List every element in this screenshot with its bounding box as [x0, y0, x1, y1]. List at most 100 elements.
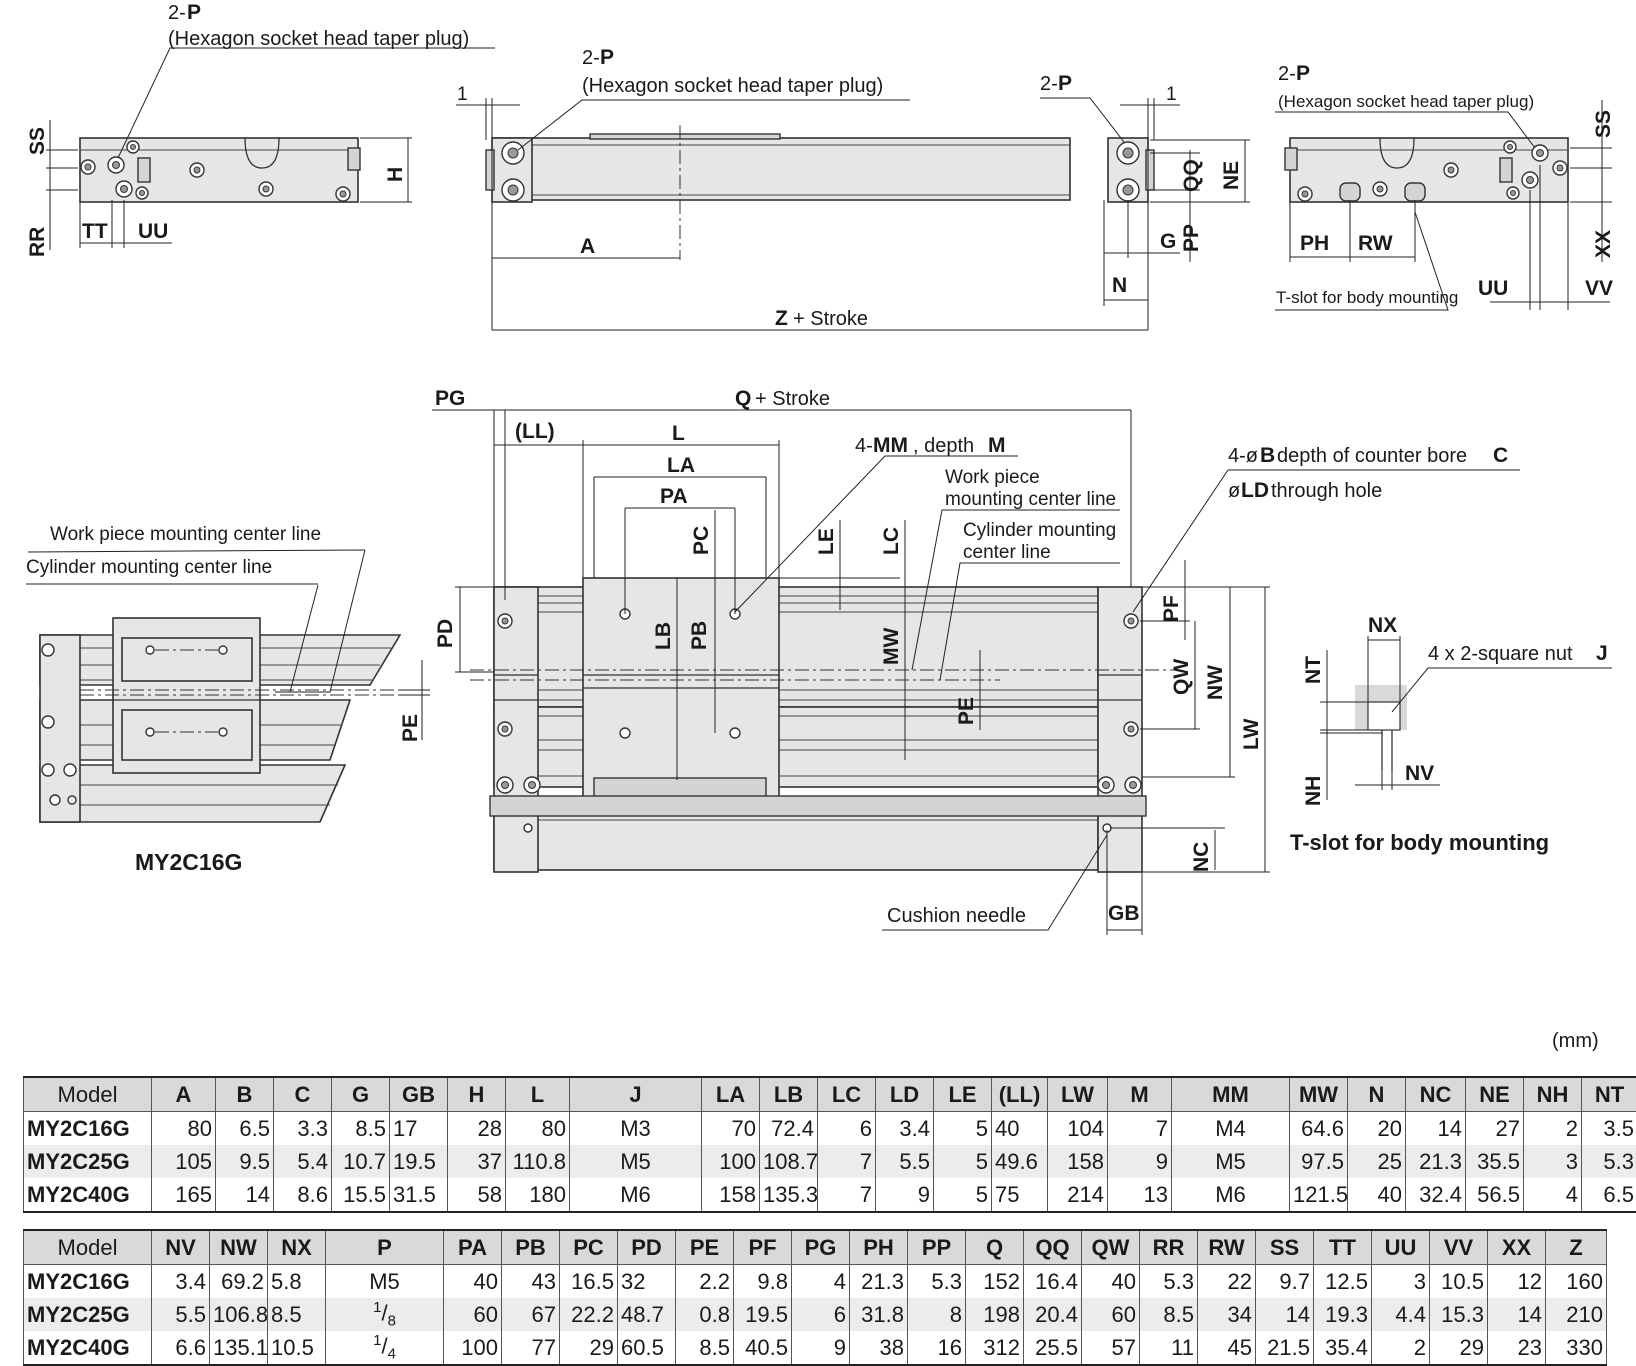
- table-cell: 80: [152, 1112, 216, 1146]
- table-cell: 22: [1198, 1265, 1256, 1299]
- plug-desc-label: (Hexagon socket head taper plug): [168, 28, 469, 50]
- table-cell: 56.5: [1466, 1178, 1524, 1212]
- table-cell: 104: [1048, 1112, 1108, 1146]
- cyl-center-line-2: center line: [963, 542, 1051, 563]
- table-cell: 152: [966, 1265, 1024, 1299]
- mm-depth-symbol: M: [988, 434, 1006, 457]
- column-header: NX: [268, 1230, 326, 1265]
- table-cell: 330: [1546, 1331, 1607, 1365]
- plug-desc-right: (Hexagon socket head taper plug): [1278, 92, 1534, 111]
- column-header: GB: [390, 1077, 448, 1112]
- table-cell: 1/8: [326, 1298, 444, 1331]
- table-cell: 77: [502, 1331, 560, 1365]
- through-symbol: LD: [1241, 479, 1269, 502]
- table-cell: 38: [850, 1331, 908, 1365]
- mm-symbol: MM: [873, 434, 908, 457]
- table-cell: 4.4: [1372, 1298, 1430, 1331]
- table-cell: 49.6: [992, 1145, 1048, 1178]
- column-header: MW: [1290, 1077, 1348, 1112]
- model-cell: MY2C25G: [24, 1145, 152, 1178]
- column-header: TT: [1314, 1230, 1372, 1265]
- table-cell: M5: [326, 1265, 444, 1299]
- table-cell: 14: [1256, 1298, 1314, 1331]
- column-header: RW: [1198, 1230, 1256, 1265]
- table-cell: 158: [1048, 1145, 1108, 1178]
- table-cell: 37: [448, 1145, 506, 1178]
- table-cell: 6: [792, 1298, 850, 1331]
- dim-xx: XX: [1592, 230, 1615, 258]
- dim-qq: QQ: [1180, 159, 1203, 192]
- table-cell: 8: [908, 1298, 966, 1331]
- table-cell: 9.7: [1256, 1265, 1314, 1299]
- dim-pg: PG: [435, 387, 465, 410]
- dim-nh: NH: [1302, 776, 1325, 806]
- model-cell: MY2C25G: [24, 1298, 152, 1331]
- units-label: (mm): [1552, 1030, 1599, 1053]
- table-cell: 5.3: [908, 1265, 966, 1299]
- table-cell: 9: [792, 1331, 850, 1365]
- column-header: P: [326, 1230, 444, 1265]
- table-cell: 31.8: [850, 1298, 908, 1331]
- column-header: XX: [1488, 1230, 1546, 1265]
- table-cell: 12: [1488, 1265, 1546, 1299]
- column-header: PH: [850, 1230, 908, 1265]
- table-cell: 21.3: [1406, 1145, 1466, 1178]
- column-header: G: [332, 1077, 390, 1112]
- table-cell: 70: [702, 1112, 760, 1146]
- column-header: C: [274, 1077, 332, 1112]
- table-cell: 6.5: [216, 1112, 274, 1146]
- table-cell: 15.3: [1430, 1298, 1488, 1331]
- dim-uu-right: UU: [1478, 277, 1508, 300]
- column-header: LA: [702, 1077, 760, 1112]
- dim-ss-left: SS: [26, 127, 49, 155]
- table-cell: 14: [216, 1178, 274, 1212]
- table-cell: 8.5: [332, 1112, 390, 1146]
- column-header: QW: [1082, 1230, 1140, 1265]
- dim-q-suffix: + Stroke: [755, 388, 830, 410]
- column-header: PC: [560, 1230, 618, 1265]
- table-cell: 2: [1524, 1112, 1582, 1146]
- side-model-label: MY2C16G: [135, 849, 242, 875]
- dim-mw: MW: [880, 628, 903, 665]
- dim-nc: NC: [1190, 842, 1213, 872]
- mm-count: 4-: [855, 435, 873, 457]
- table-cell: 40.5: [734, 1331, 792, 1365]
- table-cell: 3.4: [152, 1265, 210, 1299]
- column-header: PB: [502, 1230, 560, 1265]
- table-cell: 60: [1082, 1298, 1140, 1331]
- column-header: NV: [152, 1230, 210, 1265]
- table-cell: 165: [152, 1178, 216, 1212]
- table-cell: 160: [1546, 1265, 1607, 1299]
- table-cell: 45: [1198, 1331, 1256, 1365]
- table-cell: M6: [1172, 1178, 1290, 1212]
- table-cell: 3: [1372, 1265, 1430, 1299]
- table-cell: 15.5: [332, 1178, 390, 1212]
- table-cell: 5.8: [268, 1265, 326, 1299]
- work-center-line-1: Work piece: [945, 467, 1040, 488]
- column-header: H: [448, 1077, 506, 1112]
- cushion-needle-label: Cushion needle: [887, 905, 1026, 927]
- dim-pd: PD: [434, 619, 457, 648]
- table-cell: 105: [152, 1145, 216, 1178]
- table-cell: 5.4: [274, 1145, 332, 1178]
- dim-pp: PP: [1180, 224, 1203, 252]
- column-header: (LL): [992, 1077, 1048, 1112]
- table-cell: 9: [876, 1178, 934, 1212]
- table-cell: 19.5: [390, 1145, 448, 1178]
- table-cell: 7: [1108, 1112, 1172, 1146]
- table-cell: 158: [702, 1178, 760, 1212]
- dim-tt: TT: [82, 220, 108, 243]
- bore-count: 4-ø: [1228, 445, 1258, 467]
- table-cell: 17: [390, 1112, 448, 1146]
- dim-pc: PC: [690, 526, 713, 555]
- tslot-title: T-slot for body mounting: [1290, 830, 1549, 855]
- through-prefix: ø: [1228, 480, 1240, 502]
- dim-nw: NW: [1204, 665, 1227, 700]
- tslot-label: T-slot for body mounting: [1276, 288, 1458, 307]
- table-cell: 5: [934, 1112, 992, 1146]
- table-cell: 7: [818, 1145, 876, 1178]
- column-header: Q: [966, 1230, 1024, 1265]
